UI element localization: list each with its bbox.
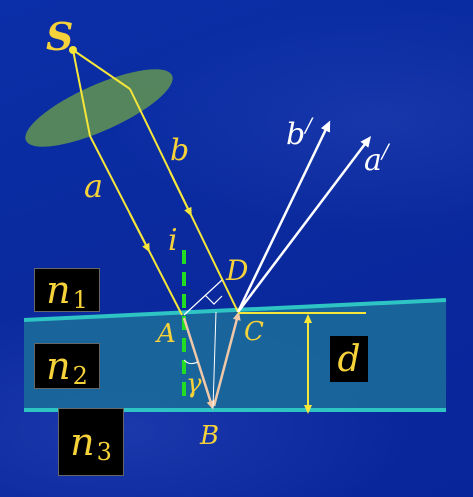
reflected-a — [237, 136, 372, 313]
right-angle-mark — [204, 294, 223, 305]
label-gamma: γ — [186, 369, 202, 399]
label-reflected-a: a/ — [364, 139, 391, 178]
medium-n2-subscript: 2 — [72, 362, 88, 390]
medium-n1-symbol: n — [46, 268, 71, 312]
label-reflected-b: b/ — [286, 113, 314, 152]
ray-a-arrow — [129, 213, 150, 253]
label-point-B: B — [199, 421, 219, 451]
thickness-label-box: d — [330, 336, 368, 382]
label-source: S — [46, 14, 73, 59]
medium-n3-subscript: 3 — [96, 438, 112, 466]
ray-b-arrow — [169, 171, 192, 217]
label-ray-a: a — [84, 167, 103, 205]
film-top-edge — [23, 298, 447, 322]
ray-a-upper — [72, 49, 91, 137]
medium-n2-symbol: n — [46, 344, 71, 388]
source-point — [69, 46, 77, 54]
inner-normal — [212, 311, 217, 409]
label-point-D: D — [225, 254, 248, 287]
label-point-C: C — [244, 317, 264, 347]
medium-n1-subscript: 1 — [72, 286, 88, 314]
ray-b-upper — [72, 49, 131, 90]
label-ray-b: b — [170, 133, 189, 168]
lens — [25, 69, 173, 147]
film-layer — [24, 300, 446, 410]
label-point-A: A — [155, 319, 176, 349]
medium-n3-symbol: n — [70, 420, 95, 464]
wavefront-AD — [183, 279, 223, 316]
refracted-BC — [212, 311, 241, 407]
thickness-label: d — [337, 338, 361, 380]
reflected-b — [236, 120, 331, 313]
label-angle-i: i — [168, 223, 178, 258]
gamma-arc — [183, 359, 199, 365]
